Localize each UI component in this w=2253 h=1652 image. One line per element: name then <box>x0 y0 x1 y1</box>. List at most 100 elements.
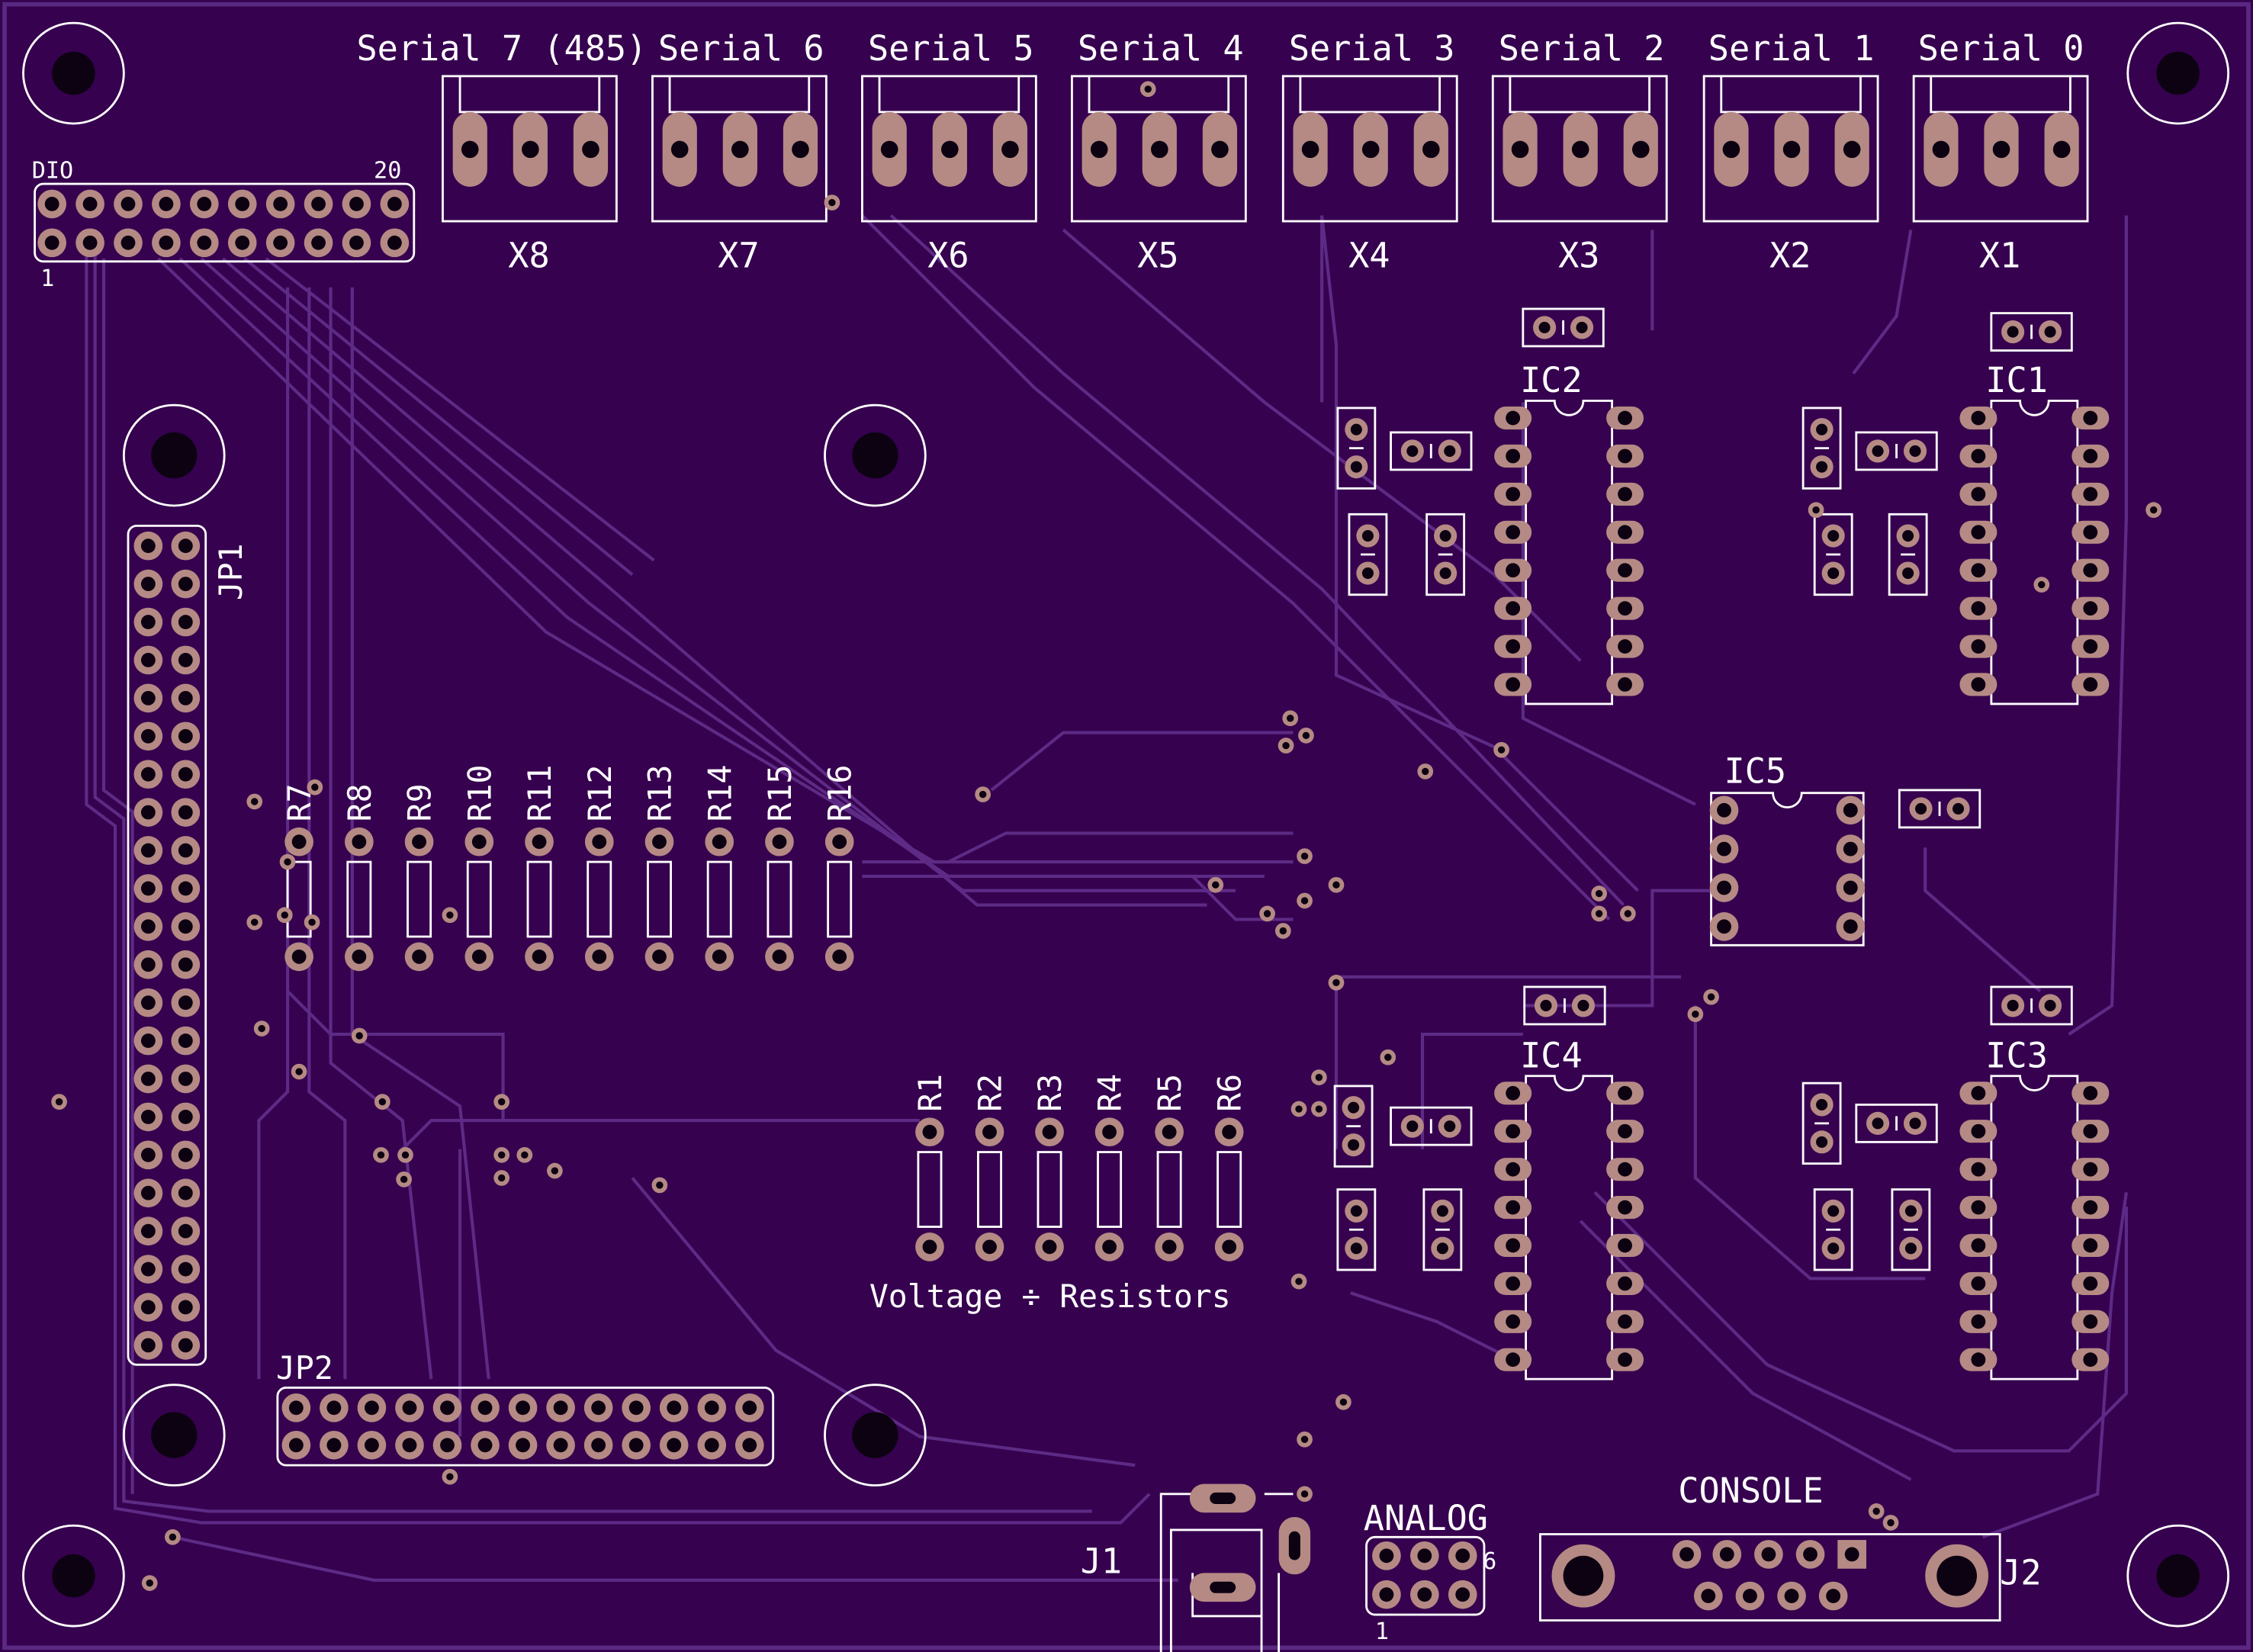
ic1[interactable] <box>1959 400 2110 705</box>
analog-pins <box>1372 1541 1477 1609</box>
ic2[interactable] <box>1494 400 1644 705</box>
capacitor[interactable] <box>1522 307 1605 348</box>
drill-hole <box>1992 140 2010 159</box>
resistor-r2[interactable]: R2 <box>972 1074 1009 1261</box>
ic5-label: IC5 <box>1724 750 1787 791</box>
jp1-header[interactable]: JP1 <box>127 524 249 1366</box>
resistor-r12[interactable]: R12 <box>582 765 619 972</box>
capacitor[interactable] <box>1813 513 1853 596</box>
dio-header-pin-first: 1 <box>40 265 54 292</box>
console-connector-j2[interactable]: CONSOLE J2 <box>1539 1470 2042 1621</box>
capacitor[interactable] <box>1390 431 1473 471</box>
resistor-r10[interactable]: R10 <box>461 765 498 972</box>
drill-hole <box>670 140 689 159</box>
via-hole <box>281 911 288 919</box>
resistor-r16[interactable]: R16 <box>822 765 859 972</box>
drill-hole <box>1843 880 1858 895</box>
resistor-r5[interactable]: R5 <box>1152 1074 1188 1261</box>
drill-hole <box>326 1400 342 1416</box>
capacitor[interactable] <box>1898 789 1981 829</box>
ic5[interactable] <box>1709 792 1866 947</box>
resistor-body <box>1037 1151 1062 1228</box>
capacitor[interactable] <box>1855 431 1938 471</box>
resistor-r11[interactable]: R11 <box>522 765 558 972</box>
via-hole <box>1282 741 1290 750</box>
resistor-r8[interactable]: R8 <box>342 783 378 972</box>
drill-hole <box>387 235 402 250</box>
capacitor[interactable] <box>1336 407 1377 490</box>
drill-hole <box>1761 1547 1776 1562</box>
drill-hole <box>1506 1200 1521 1215</box>
serial-terminal-x2[interactable]: Serial 1X2 <box>1702 28 1879 275</box>
drill-hole <box>1001 140 1019 159</box>
drill-hole <box>628 1400 644 1416</box>
resistor-body <box>1216 1151 1242 1228</box>
resistor-r9[interactable]: R9 <box>402 783 439 972</box>
analog-header[interactable]: ANALOG 6 1 <box>1364 1498 1496 1645</box>
analog-label: ANALOG <box>1364 1498 1488 1538</box>
drill-hole <box>178 919 193 934</box>
ic4[interactable] <box>1494 1075 1644 1380</box>
serial-terminal-x4[interactable]: Serial 3X4 <box>1281 28 1458 275</box>
serial-terminal-x5[interactable]: Serial 4X5 <box>1071 28 1247 275</box>
drill-hole <box>2083 639 2098 654</box>
resistor-r15[interactable]: R15 <box>762 765 799 972</box>
resistor-r4[interactable]: R4 <box>1092 1074 1129 1261</box>
mounting-hole <box>824 1384 927 1486</box>
capacitor[interactable] <box>1523 985 1606 1026</box>
resistor-body <box>977 1151 1002 1228</box>
drill-hole <box>1618 1123 1632 1139</box>
capacitor[interactable] <box>1813 1188 1853 1271</box>
serial-terminal-x3[interactable]: Serial 2X3 <box>1491 28 1668 275</box>
via-hole <box>377 1151 385 1159</box>
drill-hole <box>1211 140 1229 159</box>
capacitor[interactable] <box>1990 985 2073 1026</box>
via-hole <box>1887 1519 1895 1527</box>
power-jack-label: J1 <box>1081 1541 1122 1581</box>
dio-header[interactable]: DIO 20 1 <box>32 158 416 292</box>
resistor-r1[interactable]: R1 <box>912 1074 949 1261</box>
resistor-label: R16 <box>822 765 859 822</box>
drill-hole <box>1350 1205 1362 1217</box>
drill-hole <box>178 615 193 629</box>
capacitor-outline <box>1813 1188 1853 1271</box>
serial-terminal-x8[interactable]: Serial 7 (485)X8 <box>356 28 647 275</box>
drill-hole <box>1439 530 1451 542</box>
drill-hole <box>1506 487 1521 502</box>
via-hole <box>1332 979 1340 987</box>
drill-hole <box>178 1033 193 1048</box>
serial-terminal-x7[interactable]: Serial 6X7 <box>651 28 828 275</box>
drill-hole <box>140 919 156 934</box>
capacitor[interactable] <box>1891 1188 1931 1271</box>
drill-hole <box>1971 1276 1986 1291</box>
ic3[interactable] <box>1959 1075 2110 1380</box>
resistor-r6[interactable]: R6 <box>1212 1074 1249 1261</box>
capacitor[interactable] <box>1422 1188 1463 1271</box>
serial-port-label: Serial 5 <box>868 28 1034 69</box>
jp1-label: JP1 <box>213 543 249 600</box>
serial-port-label: Serial 0 <box>1918 28 2084 69</box>
capacitor[interactable] <box>1801 1082 1842 1165</box>
drill-hole <box>2007 999 2019 1011</box>
serial-terminal-x6[interactable]: Serial 5X6 <box>861 28 1037 275</box>
resistor-r3[interactable]: R3 <box>1032 1074 1069 1261</box>
drill-hole <box>516 1400 530 1416</box>
resistor-r13[interactable]: R13 <box>642 765 679 972</box>
resistor-body <box>407 860 432 938</box>
capacitor[interactable] <box>1333 1085 1374 1168</box>
console-label: CONSOLE <box>1678 1470 1823 1511</box>
capacitor[interactable] <box>1990 312 2073 352</box>
drill-hole <box>1540 999 1552 1011</box>
capacitor[interactable] <box>1801 407 1842 490</box>
resistor-r14[interactable]: R14 <box>702 765 738 972</box>
capacitor[interactable] <box>1888 513 1928 596</box>
serial-terminal-x1[interactable]: Serial 0X1 <box>1912 28 2089 275</box>
capacitor[interactable] <box>1348 513 1388 596</box>
capacitor[interactable] <box>1425 513 1466 596</box>
power-jack-j1[interactable]: J1 <box>1081 1483 1311 1652</box>
capacitor[interactable] <box>1336 1188 1377 1271</box>
jp2-header[interactable]: JP2 <box>276 1350 775 1467</box>
capacitor[interactable] <box>1855 1103 1938 1143</box>
drill-hole <box>1971 563 1986 578</box>
capacitor[interactable] <box>1390 1106 1473 1146</box>
